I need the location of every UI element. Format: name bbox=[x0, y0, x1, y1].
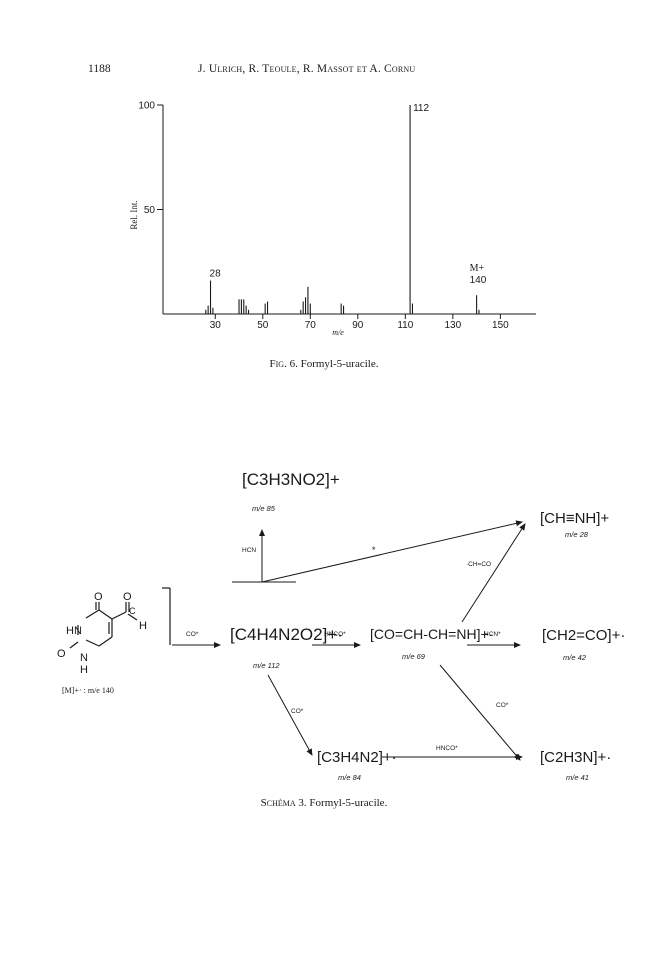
page-number: 1188 bbox=[88, 63, 111, 75]
arrow-co-2 bbox=[267, 674, 313, 756]
label-co-1: CO* bbox=[186, 631, 199, 638]
label-hcn-2: HCN* bbox=[484, 631, 501, 638]
scheme-caption: Schéma 3. Formyl-5-uracile. bbox=[0, 797, 648, 809]
mol-n: N bbox=[80, 652, 88, 664]
species-c4h4n2o2-formula: [C4H4N2O2]+· bbox=[230, 625, 343, 644]
x-tick-label: 90 bbox=[352, 320, 364, 331]
mass-spectrum-chart: 100 50 30 50 70 90 110 130 150 Rel. Int. m/e 112 28 M… bbox=[129, 101, 536, 337]
figure-caption: Fig. 6. Formyl-5-uracile. bbox=[0, 358, 648, 370]
species-ch2co-mz: m/e 42 bbox=[563, 653, 587, 662]
species-co-chain-formula: [CO=CH-CH=NH]+· bbox=[370, 626, 493, 642]
label-ch-co: ·CH=CO bbox=[466, 561, 491, 568]
scheme-caption-text: Formyl-5-uracile. bbox=[309, 797, 388, 809]
species-c3h3no2-mz: m/e 85 bbox=[252, 504, 276, 513]
x-tick-label: 30 bbox=[210, 320, 222, 331]
mol-h: H bbox=[80, 664, 88, 676]
species-ch2co-formula: [CH2=CO]+· bbox=[542, 627, 625, 644]
x-tick-label: 70 bbox=[305, 320, 317, 331]
running-header-authors: J. Ulrich, R. Teoule, R. Massot et A. Co… bbox=[198, 63, 415, 75]
mol-c-ald: C bbox=[129, 606, 136, 616]
mol-o-left: O bbox=[57, 648, 66, 660]
label-star: * bbox=[372, 545, 376, 555]
figure-caption-label: Fig. 6. bbox=[269, 358, 298, 370]
arrow-star bbox=[261, 520, 523, 583]
formyl-uracil-structure bbox=[69, 587, 171, 649]
y-axis-label: Rel. Int. bbox=[129, 200, 139, 229]
species-c2h3n-mz: m/e 41 bbox=[566, 773, 589, 782]
authors-text: J. Ulrich, R. Teoule, R. Massot et A. Co… bbox=[198, 63, 416, 75]
y-tick-label: 100 bbox=[138, 101, 155, 112]
label-hnco-2: HNCO* bbox=[436, 745, 458, 752]
species-chnh-mz: m/e 28 bbox=[565, 530, 589, 539]
x-axis-label: m/e bbox=[332, 328, 344, 337]
peak-label-140: 140 bbox=[470, 275, 487, 286]
species-c3h3no2-formula: [C3H3NO2]+ bbox=[242, 470, 340, 489]
y-tick-label: 50 bbox=[144, 205, 156, 216]
peak-label-28: 28 bbox=[210, 269, 222, 280]
mol-o-ald: O bbox=[123, 591, 132, 603]
label-hcn-up: HCN bbox=[242, 547, 256, 554]
species-chnh-formula: [CH≡NH]+ bbox=[540, 510, 609, 527]
x-tick-label: 110 bbox=[397, 320, 413, 331]
figure-caption-text: Formyl-5-uracile. bbox=[300, 358, 379, 370]
arrow-ch-co bbox=[461, 523, 526, 623]
mol-hn: HN bbox=[66, 625, 82, 637]
chart-layer: 100 50 30 50 70 90 110 130 150 Rel. Int. m/e 112 28 M… bbox=[129, 101, 536, 337]
species-c2h3n-formula: [C2H3N]+· bbox=[540, 749, 611, 766]
species-c3h4n2-mz: m/e 84 bbox=[338, 773, 361, 782]
x-tick-label: 130 bbox=[445, 320, 462, 331]
x-tick-label: 50 bbox=[257, 320, 269, 331]
species-co-chain-mz: m/e 69 bbox=[402, 652, 426, 661]
molecule-label: [M]+· : m/e 140 bbox=[62, 686, 114, 695]
species-c4h4n2o2-mz: m/e 112 bbox=[253, 661, 280, 670]
x-tick-label: 150 bbox=[492, 320, 509, 331]
arrow-co-3 bbox=[439, 664, 521, 761]
scheme-caption-label: Schéma 3. bbox=[260, 797, 307, 809]
mol-o-top: O bbox=[94, 591, 103, 603]
species-c3h4n2-formula: [C3H4N2]+· bbox=[317, 749, 397, 766]
label-co-3: CO* bbox=[496, 702, 509, 709]
peak-label-molecular-ion: M+ bbox=[470, 263, 485, 274]
label-hnco-1: HNCO* bbox=[324, 631, 346, 638]
peak-label-112: 112 bbox=[413, 103, 429, 114]
label-co-2: CO* bbox=[291, 708, 304, 715]
mol-h-ald: H bbox=[139, 620, 147, 632]
